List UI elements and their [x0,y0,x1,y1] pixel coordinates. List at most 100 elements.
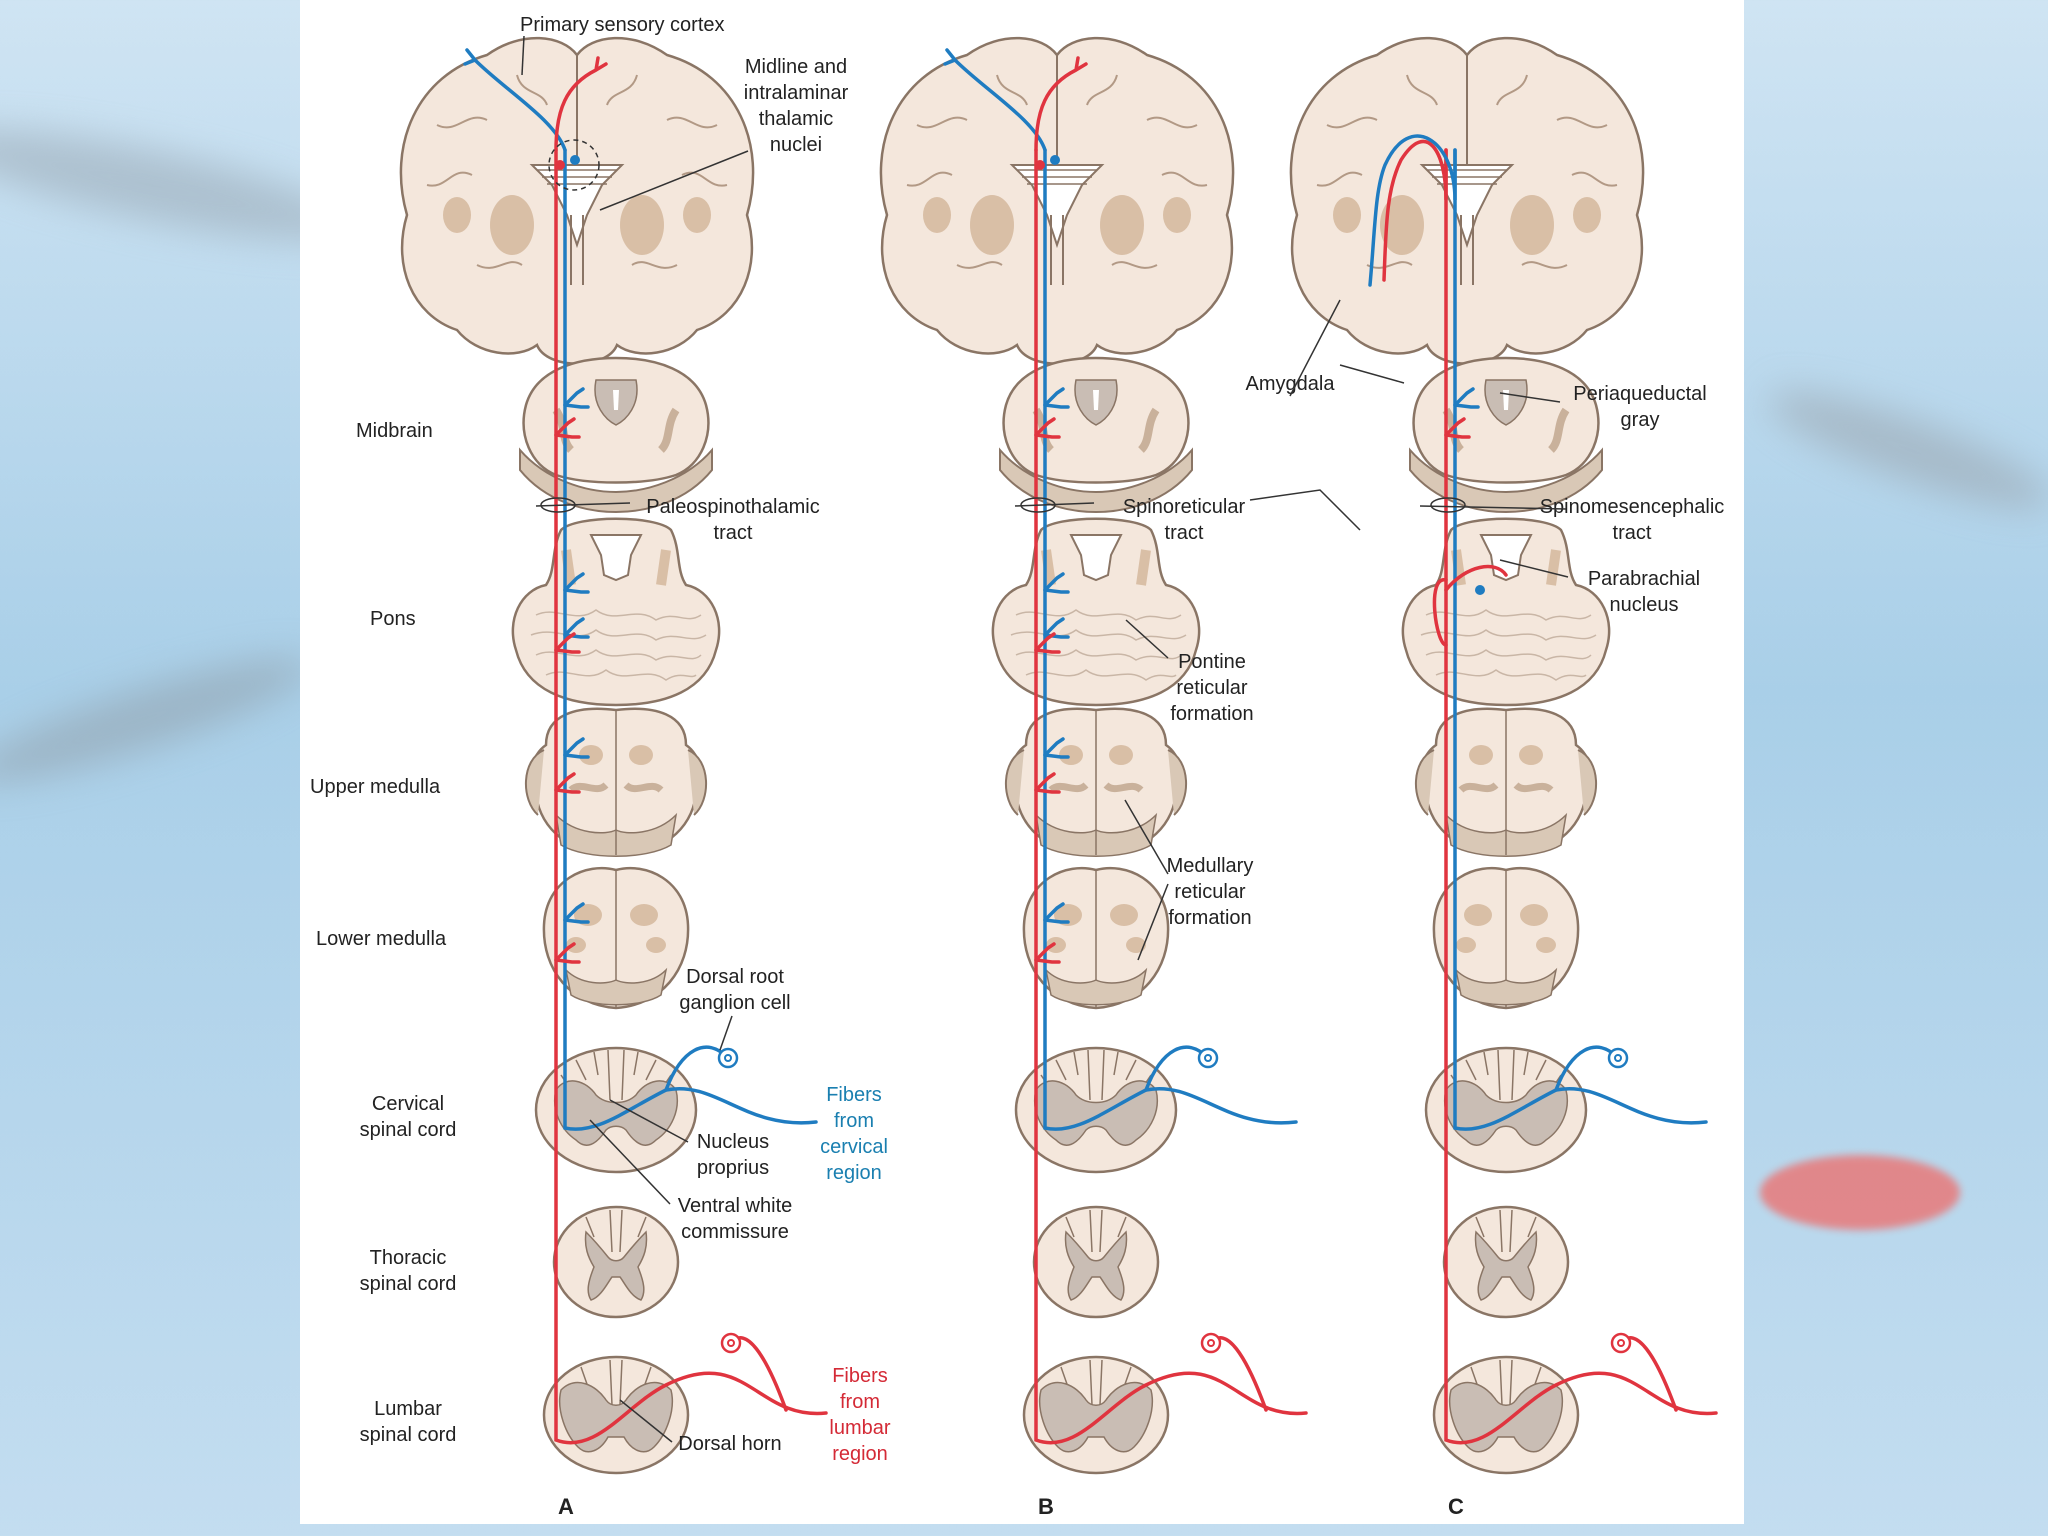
label-fibers-lumbar-line2: from [840,1391,880,1413]
blue-cortical-projection [943,48,1047,152]
label-cervical-line2: spinal cord [360,1119,457,1141]
label-thoracic-line1: Thoracic [370,1247,447,1269]
thalamic-nuclei-outline [548,139,600,191]
label-thoracic-line2: spinal cord [360,1273,457,1295]
background-red-disc [1760,1155,1960,1230]
red-collateral [1444,417,1471,439]
lumbar-cord-section [542,1355,690,1475]
coronal-brain-section [879,36,1235,365]
lumbar-ganglion-cell [1200,1332,1222,1354]
label-midline-nuclei-line3: thalamic [759,108,833,130]
label-spinomesencephalic-line1: Spinomesencephalic [1540,496,1725,518]
thalamic-synapse-blue [570,155,580,165]
background-streak-right [1758,370,2048,530]
red-collateral [1034,942,1061,964]
label-fibers-cervical-line1: Fibers [826,1084,882,1106]
pons-section [993,519,1199,705]
blue-collateral [1453,387,1480,409]
blue-collateral [1043,572,1070,594]
red-collateral [554,632,581,654]
tract-level-marker [1430,497,1466,513]
label-parabrachial-line2: nucleus [1610,594,1679,616]
thoracic-cord-section [1442,1205,1570,1319]
red-collateral [554,417,581,439]
thoracic-cord-section [552,1205,680,1319]
background-streak-lower [0,635,321,805]
label-pontine-line1: Pontine [1178,651,1246,673]
parabrachial-synapse [1475,585,1485,595]
lumbar-fiber-path [1444,148,1718,1445]
pathway-panel-c [1289,36,1718,1475]
panel-label-b: B [1038,1494,1054,1519]
red-cortical-projection [1034,56,1088,152]
cervical-ganglion-cell [717,1047,739,1069]
pathway-panel-b [879,36,1308,1475]
label-pontine-line3: formation [1170,703,1253,725]
label-fibers-cervical-line4: region [826,1162,882,1184]
cervical-ganglion-cell [1607,1047,1629,1069]
label-medullary-line2: reticular [1174,881,1245,903]
cervical-ganglion-cell [1197,1047,1219,1069]
label-fibers-lumbar-line3: lumbar [829,1417,890,1439]
upper-medulla-section [526,709,706,856]
blue-cortical-projection [463,48,567,152]
lumbar-cord-section [1022,1355,1170,1475]
upper-medulla-section [1006,709,1186,856]
leader-lines [521,35,1569,1443]
label-spinoreticular-line1: Spinoreticular [1123,496,1246,518]
pathway-panel-a [399,36,828,1475]
label-medullary-line3: formation [1168,907,1251,929]
label-spinoreticular-line2: tract [1165,522,1204,544]
red-collateral [554,942,581,964]
label-lower-medulla: Lower medulla [316,928,447,950]
thalamic-synapse-red [1035,160,1045,170]
thoracic-cord-section [1032,1205,1160,1319]
red-cortical-projection [554,56,608,152]
blue-collateral [1043,387,1070,409]
pons-section [513,519,719,705]
label-midline-nuclei-line2: intralaminar [744,82,849,104]
red-amygdala-projection [1382,139,1448,282]
label-lumbar-line2: spinal cord [360,1424,457,1446]
midbrain-section [520,358,712,512]
label-paleospinothalamic-line2: tract [714,522,753,544]
blue-amygdala-projection [1368,134,1457,287]
red-collateral [1034,417,1061,439]
label-periaqueductal-line2: gray [1621,409,1660,431]
label-ventral-white-line1: Ventral white [678,1195,793,1217]
label-nucleus-proprius-line1: Nucleus [697,1131,769,1153]
panel-label-a: A [558,1494,574,1519]
label-pontine-line2: reticular [1176,677,1247,699]
blue-collateral [1043,737,1070,759]
panel-label-c: C [1448,1494,1464,1519]
label-dorsal-horn: Dorsal horn [678,1433,781,1455]
blue-collateral [563,572,590,594]
thalamic-synapse-blue [1050,155,1060,165]
red-collateral [1034,772,1061,794]
upper-medulla-section [1416,709,1596,856]
label-drg-line1: Dorsal root [686,966,784,988]
coronal-brain-section [1289,36,1645,365]
cervical-cord-section [1014,1046,1178,1174]
cervical-cord-section [534,1046,698,1174]
midbrain-section [1410,358,1602,512]
label-spinomesencephalic-line2: tract [1613,522,1652,544]
label-pons: Pons [370,608,416,630]
label-amygdala: Amygdala [1246,373,1336,395]
lumbar-ganglion-cell [720,1332,742,1354]
label-fibers-cervical-line2: from [834,1110,874,1132]
label-primary-sensory-cortex: Primary sensory cortex [520,14,725,36]
cervical-cord-section [1424,1046,1588,1174]
label-fibers-lumbar-line4: region [832,1443,888,1465]
label-fibers-lumbar-line1: Fibers [832,1365,888,1387]
coronal-brain-section [399,36,755,365]
parabrachial-red-arc [1444,564,1508,592]
label-paleospinothalamic-line1: Paleospinothalamic [646,496,819,518]
lumbar-fiber-path [554,148,828,1445]
label-nucleus-proprius-line2: proprius [697,1157,769,1179]
lumbar-fiber-path [1034,148,1308,1445]
blue-collateral [563,737,590,759]
label-cervical-line1: Cervical [372,1093,444,1115]
label-ventral-white-line2: commissure [681,1221,789,1243]
label-fibers-cervical-line3: cervical [820,1136,888,1158]
